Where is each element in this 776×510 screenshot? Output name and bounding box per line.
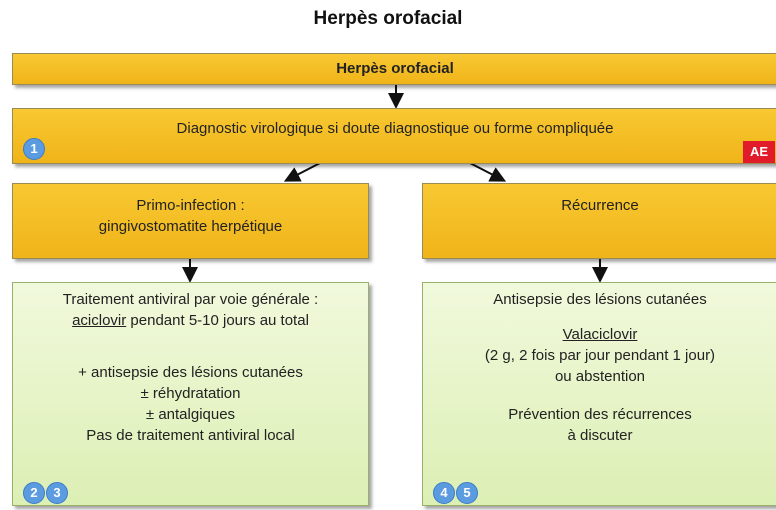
herpes-orofacial-box: Herpès orofacial [12, 53, 776, 85]
primo-treatment-line3: + antisepsie des lésions cutanées [78, 364, 303, 381]
ae-tag: AE [743, 141, 775, 163]
recurrence-treatment-line5: à discuter [567, 427, 633, 444]
page-title: Herpès orofacial [313, 8, 463, 29]
primo-treatment-line6: Pas de traitement antiviral local [86, 427, 295, 444]
primo-treatment-duration: pendant 5-10 jours au total [126, 312, 309, 329]
badge-3: 3 [46, 482, 68, 504]
recurrence-label: Récurrence [561, 197, 639, 214]
herpes-orofacial-label: Herpès orofacial [336, 60, 454, 77]
badge-2: 2 [23, 482, 45, 504]
diagnostic-box: Diagnostic virologique si doute diagnost… [12, 108, 776, 164]
diagnostic-text: Diagnostic virologique si doute diagnost… [176, 120, 614, 137]
primo-treatment-line5: ± antalgiques [145, 406, 236, 423]
primo-treatment-line1: Traitement antiviral par voie générale : [62, 291, 319, 308]
primo-line1: Primo-infection : [136, 197, 245, 214]
primo-treatment-box: Traitement antiviral par voie générale :… [12, 282, 369, 506]
arrow-diagnostic-to-recurrence [467, 161, 507, 182]
recurrence-treatment-line1: Antisepsie des lésions cutanées [493, 291, 707, 308]
badge-5: 5 [456, 482, 478, 504]
arrow-diagnostic-to-primo [283, 161, 323, 182]
primo-treatment-line2: aciclovir pendant 5-10 jours au total [13, 310, 368, 331]
recurrence-box: Récurrence [422, 183, 776, 259]
primo-infection-box: Primo-infection : gingivostomatite herpé… [12, 183, 369, 259]
recurrence-treatment-line2: (2 g, 2 fois par jour pendant 1 jour) [484, 347, 716, 364]
badge-1: 1 [23, 138, 45, 160]
valaciclovir-drug: Valaciclovir [562, 326, 638, 343]
recurrence-treatment-box: Antisepsie des lésions cutanées Valacicl… [422, 282, 776, 506]
recurrence-treatment-line4: Prévention des récurrences [508, 406, 692, 423]
badge-4: 4 [433, 482, 455, 504]
primo-line2: gingivostomatite herpétique [98, 218, 283, 235]
primo-treatment-line4: ± réhydratation [140, 385, 241, 402]
recurrence-treatment-line3: ou abstention [554, 368, 646, 385]
aciclovir-drug: aciclovir [72, 312, 127, 329]
